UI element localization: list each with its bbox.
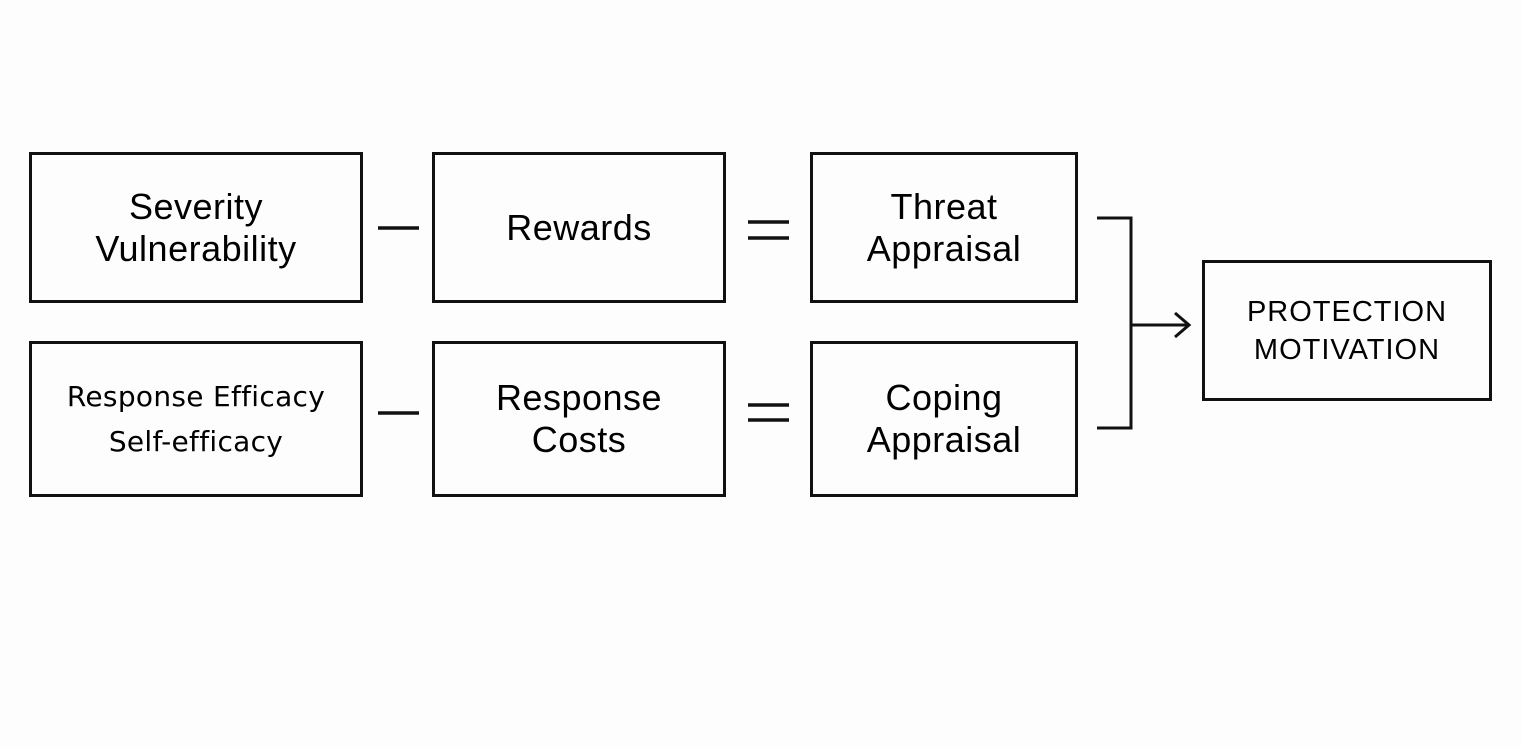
box-line: Severity bbox=[128, 185, 264, 227]
box-line: Appraisal bbox=[866, 227, 1022, 269]
box-line: PROTECTION bbox=[1246, 295, 1448, 328]
box-response-costs: Response Costs bbox=[432, 341, 726, 497]
arrow-to-outcome bbox=[1131, 311, 1192, 339]
box-line: Vulnerability bbox=[95, 227, 297, 269]
equals-sign-row1 bbox=[748, 220, 789, 240]
box-line: Rewards bbox=[506, 206, 652, 248]
box-line: Response Efficacy bbox=[66, 380, 326, 413]
box-line: Costs bbox=[531, 419, 627, 460]
box-protection-motivation: PROTECTION MOTIVATION bbox=[1202, 260, 1492, 401]
box-line: Self-efficacy bbox=[108, 425, 284, 458]
box-rewards: Rewards bbox=[432, 152, 726, 303]
appraisal-bracket bbox=[1097, 216, 1133, 430]
box-line: Response bbox=[495, 377, 663, 418]
box-line: MOTIVATION bbox=[1253, 333, 1441, 366]
equals-sign-row2 bbox=[748, 403, 789, 422]
box-severity-vulnerability: Severity Vulnerability bbox=[29, 152, 363, 303]
box-coping-appraisal: Coping Appraisal bbox=[810, 341, 1078, 497]
box-line: Appraisal bbox=[866, 419, 1022, 460]
box-line: Coping bbox=[885, 377, 1003, 418]
box-line: Threat bbox=[890, 185, 998, 227]
box-response-efficacy-self-efficacy: Response Efficacy Self-efficacy bbox=[29, 341, 363, 497]
box-threat-appraisal: Threat Appraisal bbox=[810, 152, 1078, 303]
